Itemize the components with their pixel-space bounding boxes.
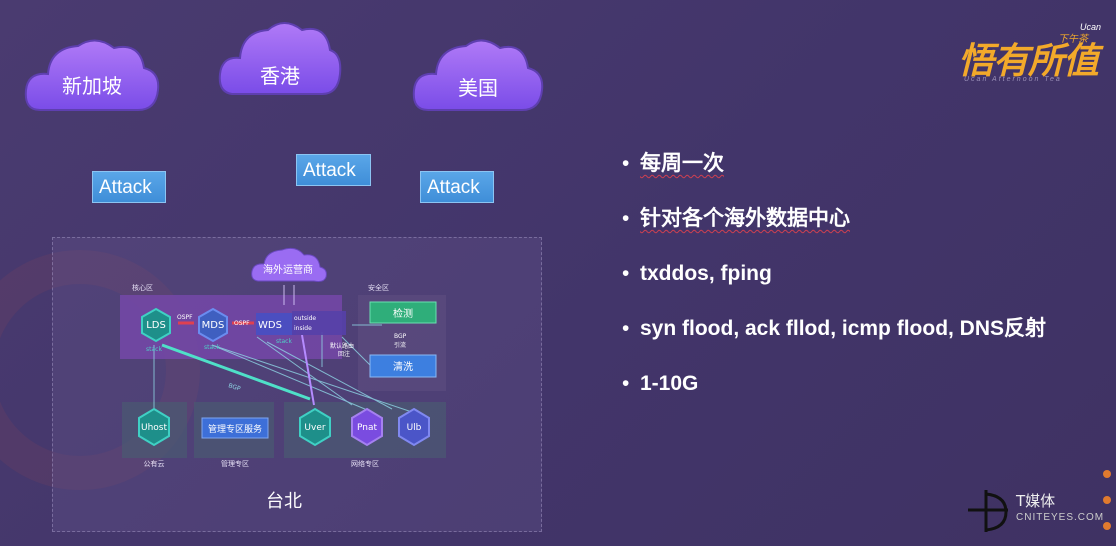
cloud-label: 美国 — [458, 76, 498, 100]
mds-hex-icon — [198, 307, 228, 343]
cloud-label: 新加坡 — [62, 74, 122, 98]
lds-hex-icon — [141, 307, 171, 343]
reinject-label: 回注 — [338, 350, 350, 358]
uver-label: Uver — [304, 423, 325, 433]
uhost-label: Uhost — [141, 423, 167, 433]
brand-subtitle: 下午茶 — [1058, 34, 1088, 45]
mds-label: MDS — [202, 320, 225, 331]
bullet-item: syn flood, ack fllod, icmp flood, DNS反射 — [622, 315, 1046, 370]
outside-label: outside — [294, 315, 316, 322]
wds-label: WDS — [258, 320, 282, 331]
t-media-logo-icon — [968, 490, 1008, 532]
bullet-list: 每周一次 针对各个海外数据中心 txddos, fping syn flood,… — [622, 150, 1046, 425]
cloud-singapore: 新加坡 — [22, 28, 162, 120]
datacenter-diagram-panel — [52, 237, 542, 532]
clean-label: 清洗 — [393, 360, 413, 373]
media-name: T媒体 — [1016, 492, 1056, 510]
pnat-hex-icon — [351, 407, 383, 447]
decor-dot — [1103, 522, 1111, 530]
network-diagram: 海外运营商 核心区 安全区 LDS MDS OSPF OSPF WDS outs… — [120, 247, 446, 512]
security-zone-label: 安全区 — [368, 283, 389, 292]
clean-box — [369, 354, 437, 378]
attack-box-hongkong: Attack — [296, 154, 371, 186]
brand-title: 悟有所值 — [958, 41, 1099, 82]
mgmt-zone-label: 管理专区 — [221, 459, 249, 468]
brand-ucan: Ucan — [1080, 22, 1102, 32]
mgmt-service-box — [201, 417, 269, 439]
bullet-item: 每周一次 — [622, 150, 1046, 205]
cloud-icon — [24, 39, 160, 111]
detect-box — [369, 301, 437, 324]
wds-box — [256, 313, 296, 335]
decor-dot — [1103, 496, 1111, 504]
default-route-label: 默认路由 — [330, 342, 354, 350]
bgp-label: BGP — [394, 333, 407, 340]
cloud-hongkong: 香港 — [216, 12, 344, 102]
cloud-icon — [218, 22, 342, 95]
stack-label: stack — [146, 346, 162, 353]
bullet-item: 1-10G — [622, 370, 1046, 425]
cloud-icon — [412, 39, 544, 111]
bullet-item: 针对各个海外数据中心 — [622, 205, 1046, 260]
ospf-label: OSPF — [177, 314, 193, 321]
ospf-label: OSPF — [234, 320, 250, 327]
cloud-usa: 美国 — [410, 28, 546, 120]
ulb-hex-icon — [398, 407, 430, 447]
bgp-link — [161, 343, 311, 401]
cloud-label: 香港 — [260, 64, 300, 88]
network-zone-label: 网络专区 — [351, 459, 379, 468]
attack-box-singapore: Attack — [92, 171, 166, 203]
public-cloud-label: 公有云 — [144, 459, 165, 468]
mgmt-service-label: 管理专区服务 — [208, 423, 262, 435]
inside-label: inside — [294, 325, 312, 332]
brand-logo: Ucan 下午茶 悟有所值 Ucan Afternoon Tea — [958, 22, 1103, 92]
stack-label: stack — [204, 344, 220, 351]
core-zone-label: 核心区 — [132, 283, 153, 292]
brand-tagline: Ucan Afternoon Tea — [964, 76, 1062, 83]
isp-cloud-label: 海外运营商 — [263, 263, 313, 276]
datacenter-title: 台北 — [266, 491, 302, 512]
bullet-item: txddos, fping — [622, 260, 1046, 315]
traffic-divert-label: 引流 — [394, 341, 406, 349]
attack-box-usa: Attack — [420, 171, 494, 203]
decor-dot — [1103, 470, 1111, 478]
media-logo: T媒体 CNITEYES.COM — [966, 488, 1106, 534]
uver-hex-icon — [299, 407, 331, 447]
lds-label: LDS — [146, 320, 166, 331]
detect-label: 检测 — [393, 307, 413, 320]
ulb-label: Ulb — [407, 423, 422, 433]
bgp-link-label: BGP — [227, 382, 241, 393]
pnat-label: Pnat — [357, 423, 377, 433]
stack-label: stack — [276, 338, 292, 345]
uhost-hex-icon — [138, 407, 170, 447]
isp-cloud-icon — [251, 247, 327, 282]
media-url: CNITEYES.COM — [1016, 512, 1105, 523]
